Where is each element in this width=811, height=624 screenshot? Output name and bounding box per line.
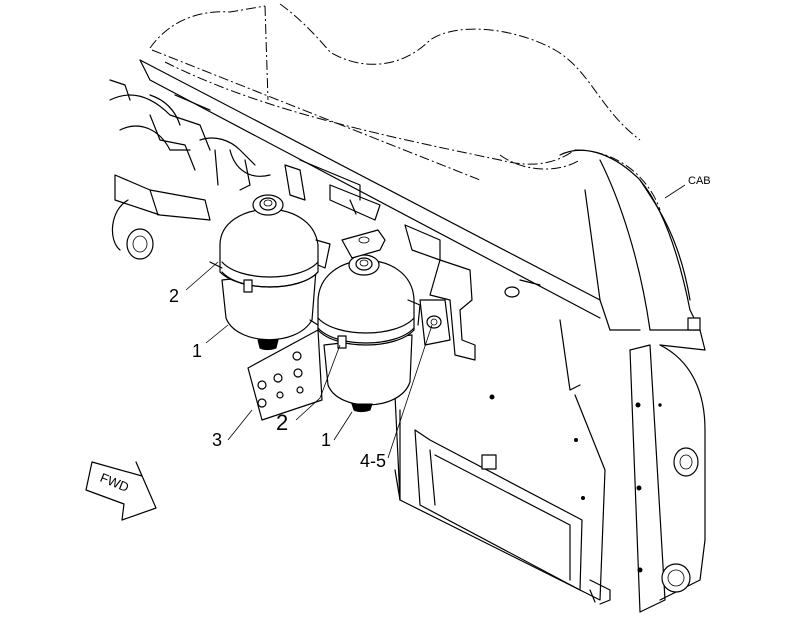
callout-4-5: 4-5 [360, 451, 386, 471]
control-box [394, 394, 611, 605]
callout-2-lower: 2 [276, 410, 288, 435]
accumulator-lower [309, 254, 421, 412]
callouts: CAB 2 1 3 2 1 4-5 [169, 175, 711, 471]
support-plate [247, 329, 323, 421]
leader-lines [185, 184, 686, 459]
fwd-direction-arrow: FWD [85, 461, 157, 521]
cross-beam [139, 59, 601, 391]
callout-3: 3 [212, 430, 222, 450]
callout-1-lower: 1 [321, 430, 331, 450]
callout-cab: CAB [688, 175, 711, 187]
bracket-strap [341, 229, 386, 259]
upper-left-components [109, 79, 306, 260]
mounting-bracket-right [404, 224, 476, 361]
cab-frame-right [559, 149, 706, 613]
cab-phantom-outline [149, 3, 661, 211]
callout-1-upper: 1 [192, 341, 202, 361]
accumulator-upper [209, 194, 331, 350]
callout-2-upper: 2 [169, 286, 179, 306]
